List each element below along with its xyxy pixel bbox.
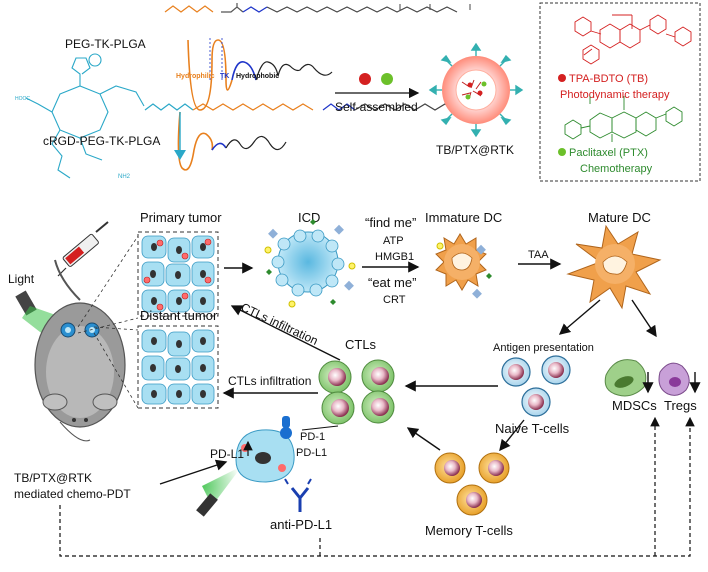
mature-dc-cell	[566, 224, 662, 310]
atp-label: ATP	[383, 235, 404, 247]
ctl-cells	[318, 359, 395, 425]
arrow-dc-to-antigen	[558, 299, 601, 335]
immature-dc-cell	[435, 233, 492, 299]
zoom-line-primary-top	[77, 235, 139, 328]
ctls-label: CTLs	[345, 337, 377, 352]
mouse-illustration	[34, 259, 126, 442]
ptx-structure	[564, 96, 683, 142]
tb-therapy: Photodynamic therapy	[560, 89, 670, 101]
find-me-label: “find me”	[365, 215, 416, 230]
syringe-icon	[57, 221, 109, 277]
pd1-label: PD-1	[300, 431, 325, 443]
anti-pdl1-label: anti-PD-L1	[270, 517, 332, 532]
mdscs-label: MDSCs	[612, 398, 657, 413]
treg-cell	[658, 362, 690, 396]
tk-label: TK	[220, 73, 229, 80]
mdsc-cell	[604, 359, 647, 397]
mature-dc-label: Mature DC	[588, 210, 651, 225]
icd-label: ICD	[298, 210, 320, 225]
hydrophilic-label: Hydrophilic	[176, 73, 215, 80]
nh2-label: NH2	[118, 174, 131, 180]
crgd-peptide-structure	[25, 53, 145, 179]
pdl1-label-right: PD-L1	[296, 447, 327, 459]
naive-t-label: Naive T-cells	[495, 421, 570, 436]
mediated-label-line1: TB/PTX@RTK	[14, 471, 92, 485]
arrow-mediated-to-tumor	[159, 459, 228, 485]
tb-structure	[574, 14, 692, 65]
hmgb1-label: HMGB1	[375, 251, 414, 263]
taa-label: TAA	[528, 249, 549, 261]
eat-me-label: “eat me”	[368, 275, 416, 290]
ptx-therapy: Chemotherapy	[580, 163, 653, 175]
memory-t-label: Memory T-cells	[425, 523, 513, 538]
peg-tk-plga-structure	[164, 3, 471, 13]
ctls-infiltration-distant-label: CTLs infiltration	[228, 374, 311, 388]
arrow-ctls-to-primary	[230, 305, 341, 361]
crgd-label: cRGD-PEG-TK-PLGA	[43, 134, 160, 148]
ctl-to-pd1-link	[301, 425, 339, 431]
arrow-naive-to-memory	[499, 419, 525, 452]
hydrophobic-label: Hydrophobic	[236, 73, 279, 80]
cooh-label: HOOC	[15, 96, 30, 102]
ptx-name: Paclitaxel (PTX)	[569, 147, 648, 159]
tumor-cell-pdl1	[196, 429, 295, 517]
icd-cell	[264, 219, 356, 308]
distant-tumor-label: Distant tumor	[140, 308, 218, 323]
arrow-memory-to-ctls	[406, 427, 441, 451]
peg-tk-plga-label: PEG-TK-PLGA	[65, 37, 146, 51]
ctls-infiltration-primary-label: CTLs infiltration	[239, 300, 320, 348]
anti-pdl1-antibody	[284, 478, 312, 512]
crgd-chain	[144, 103, 466, 111]
self-assembled-label: Self-assembled	[335, 100, 418, 114]
primary-tumor-nuclei	[150, 243, 206, 305]
tb-marker	[558, 74, 566, 82]
pdl1-label-left: PD-L1	[210, 447, 244, 461]
memory-t-cells	[434, 452, 510, 516]
nanoparticle-label: TB/PTX@RTK	[436, 143, 514, 157]
tb-name: TPA-BDTO (TB)	[569, 73, 648, 85]
crt-label: CRT	[383, 294, 406, 306]
antigen-presentation-label: Antigen presentation	[493, 342, 594, 354]
primary-tumor-label: Primary tumor	[140, 210, 222, 225]
crgd-chain-schematic	[174, 111, 287, 171]
nanoparticle	[428, 42, 524, 138]
distant-tumor-nuclei	[150, 337, 206, 398]
legend-box	[539, 2, 701, 182]
naive-t-cells	[501, 355, 571, 417]
tregs-label: Tregs	[664, 398, 697, 413]
mediated-label-line2: mediated chemo-PDT	[14, 487, 131, 501]
primary-tumor-nanoparticles	[143, 238, 212, 311]
pd1-receptor	[280, 416, 292, 439]
zoom-line-distant-top	[93, 326, 139, 331]
immature-dc-label: Immature DC	[425, 210, 502, 225]
ptx-marker	[558, 148, 566, 156]
assembly-step	[335, 73, 420, 99]
zoom-line-distant-bottom	[93, 332, 139, 409]
light-label: Light	[8, 272, 35, 286]
arrow-dc-to-suppressors	[631, 299, 657, 338]
zoom-line-primary-bottom	[77, 317, 139, 334]
feedback-loop-dashed	[59, 416, 695, 557]
